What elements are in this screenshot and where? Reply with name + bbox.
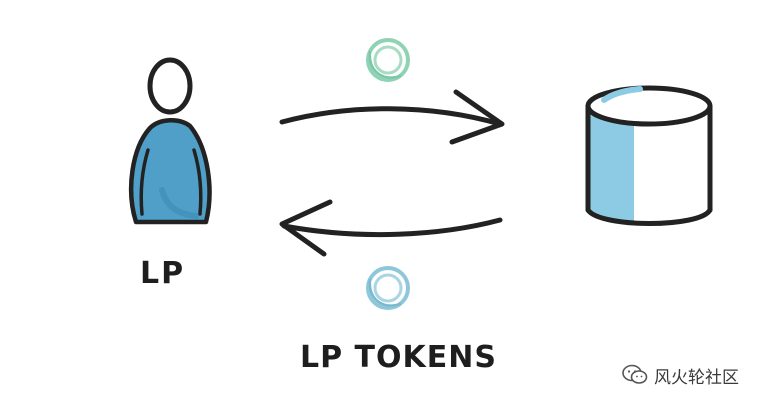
arrow-right-icon (279, 89, 505, 145)
coin-icon (366, 38, 410, 82)
person-icon (128, 57, 212, 225)
arrow-left-icon (279, 199, 503, 257)
pool-cylinder-icon (585, 85, 713, 226)
wechat-icon (622, 364, 648, 384)
watermark-text: 风火轮社区 (654, 367, 739, 388)
coin-icon (366, 266, 410, 310)
watermark: 风火轮社区 (622, 362, 739, 388)
lp-tokens-label: LP TOKENS (300, 340, 497, 375)
lp-label: LP (140, 256, 186, 291)
